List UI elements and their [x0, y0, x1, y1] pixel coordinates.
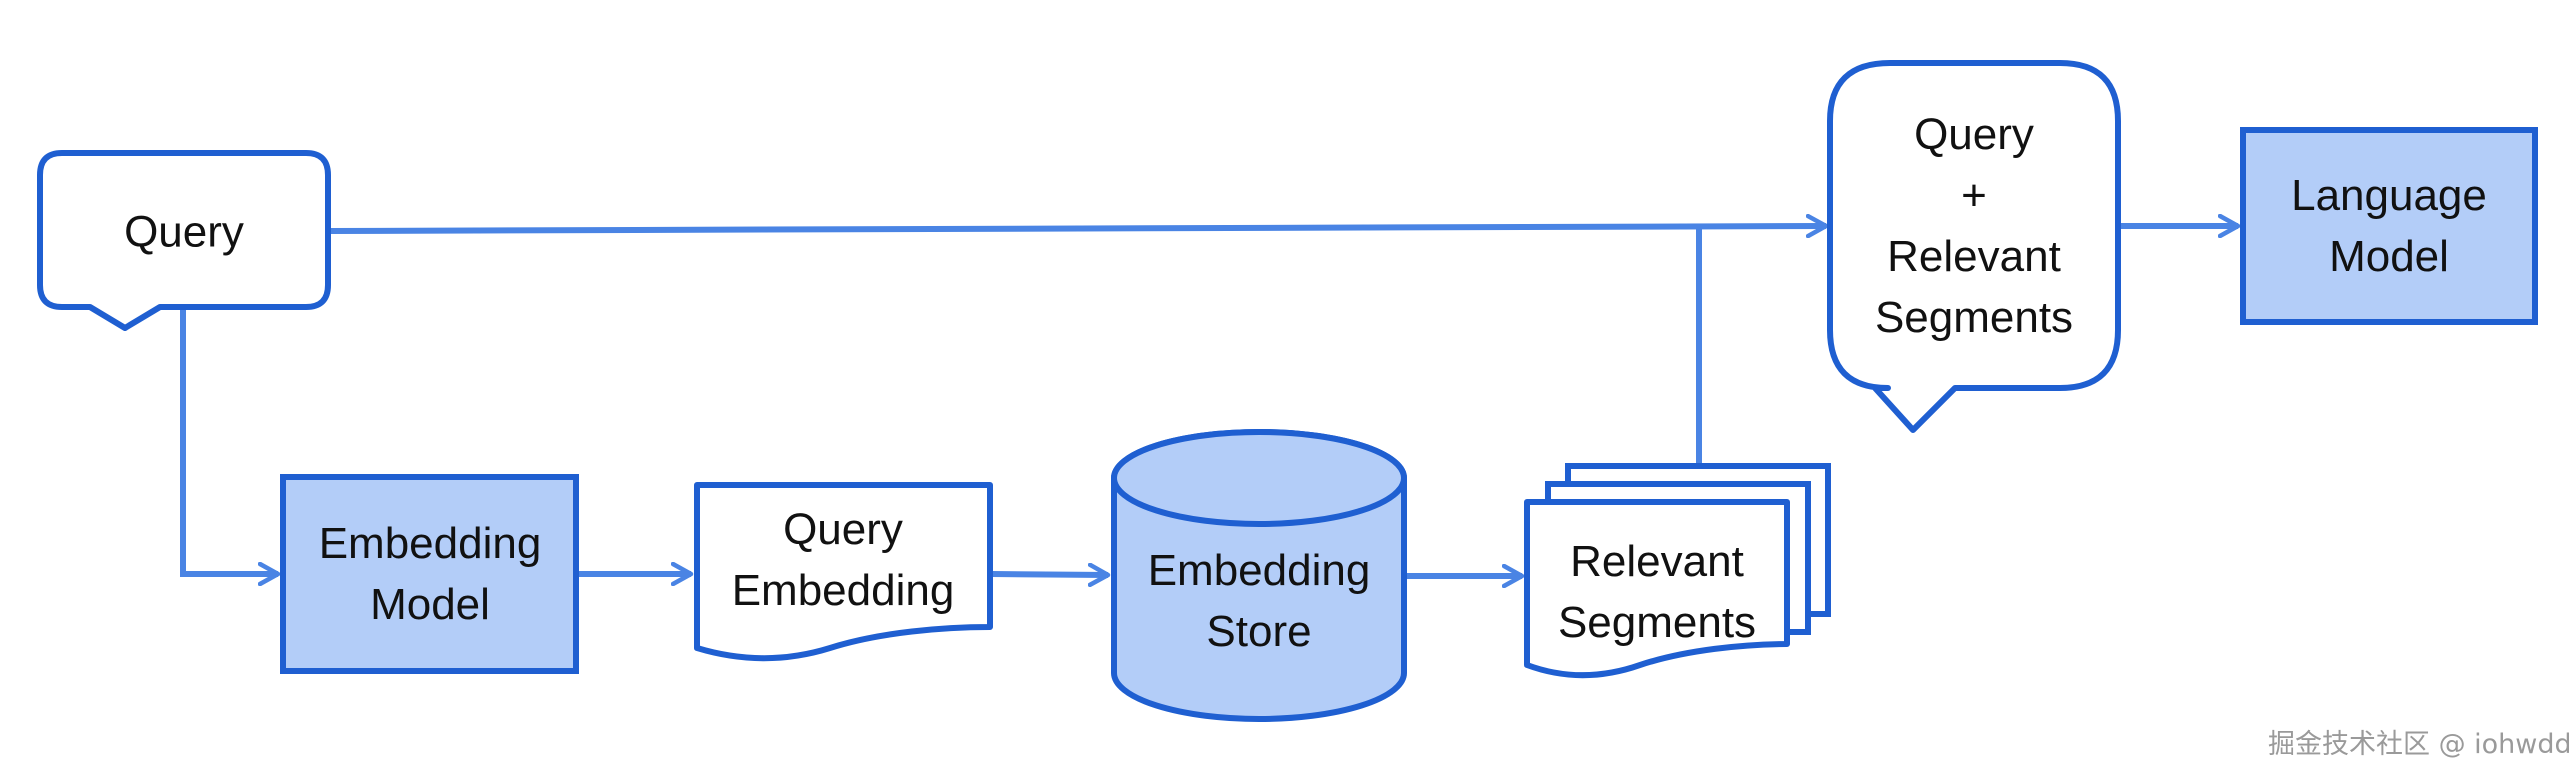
- watermark: 掘金技术社区 @ iohwdd: [2268, 729, 2569, 760]
- query-label: Query: [124, 208, 244, 257]
- embedding-model-label-line: Model: [370, 580, 490, 629]
- embedding-store-label-line: Store: [1206, 607, 1311, 656]
- edges: [180, 226, 2238, 576]
- edge-query-to-embedding-model: [180, 309, 278, 574]
- edge-query-embedding-to-store: [991, 574, 1108, 575]
- query-embedding-label-line: Query: [783, 505, 903, 554]
- embedding-store-cylinder-top: [1111, 429, 1407, 527]
- query-plus-segments-label-line: Segments: [1875, 293, 2073, 342]
- embedding-model-box: [280, 474, 579, 674]
- language-model-label-line: Language: [2291, 171, 2487, 220]
- embedding-store-label-line: Embedding: [1148, 546, 1371, 595]
- relevant-segments-label-line: Segments: [1558, 598, 1756, 647]
- language-model-label-line: Model: [2329, 232, 2449, 281]
- embedding-model-label-line: Embedding: [319, 519, 542, 568]
- node-query: Query: [37, 150, 331, 331]
- relevant-segments-front-page: [1524, 499, 1790, 679]
- query-plus-segments-label-line: Relevant: [1887, 232, 2061, 281]
- query-embedding-label-line: Embedding: [732, 566, 955, 615]
- query-plus-segments-label-line: Query: [1914, 110, 2034, 159]
- query-label-line: Query: [124, 208, 244, 257]
- query-bubble-shape: [37, 150, 331, 331]
- relevant-segments-label-line: Relevant: [1570, 537, 1744, 586]
- query-plus-segments-label-line: +: [1961, 171, 1987, 220]
- edge-query-to-combined: [329, 226, 1826, 231]
- query-embedding-document-shape: [694, 482, 993, 662]
- combined-bubble-shape: [1827, 60, 2121, 433]
- language-model-box: [2240, 127, 2538, 325]
